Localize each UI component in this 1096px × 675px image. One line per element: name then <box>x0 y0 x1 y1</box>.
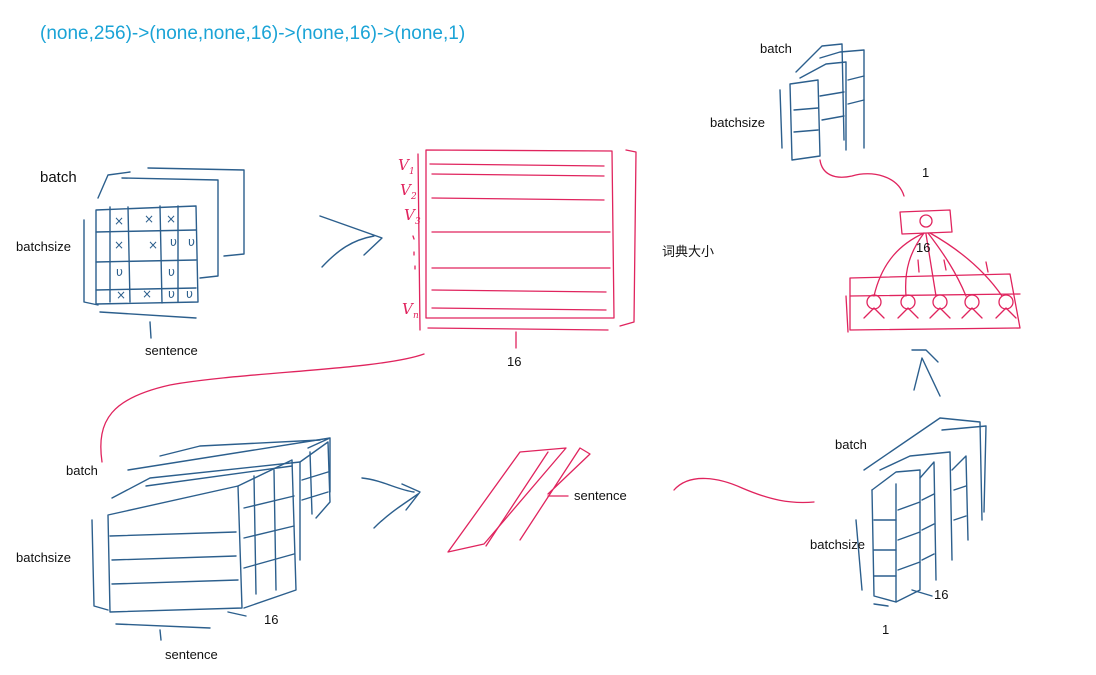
cube-batchsize-label: batchsize <box>16 550 71 565</box>
dense-output-label: 1 <box>922 165 929 180</box>
input-batch-stack <box>83 167 245 339</box>
svg-text:×: × <box>144 212 154 226</box>
embedding-matrix <box>417 149 637 349</box>
shape-flow-title: (none,256)->(none,none,16)->(none,16)->(… <box>40 23 465 44</box>
pooled-batchsize-label: batchsize <box>810 537 865 552</box>
input-batchsize-label: batchsize <box>16 239 71 254</box>
output-batchsize-label: batchsize <box>710 115 765 130</box>
output-stack <box>779 43 865 161</box>
pooled-batch-label: batch <box>835 437 867 452</box>
svg-text:υ: υ <box>188 235 195 249</box>
pooled-width-label: 1 <box>882 622 889 637</box>
input-batch-label: batch <box>40 169 77 186</box>
svg-text:V: V <box>398 156 411 174</box>
input-cell-marks: × × × × × υ υ υ υ × × υ υ <box>114 212 195 302</box>
embedding-dim-label: 16 <box>507 354 521 369</box>
arrow-to-slice <box>361 477 421 529</box>
arrow-to-embedding <box>319 215 383 268</box>
cube-depth-label: 16 <box>264 612 278 627</box>
svg-text:×: × <box>114 238 124 252</box>
svg-text:3: 3 <box>415 217 421 227</box>
svg-text:υ: υ <box>168 265 175 279</box>
svg-text:×: × <box>116 288 126 302</box>
svg-text:υ: υ <box>186 287 193 301</box>
slice-to-pooled-connector <box>673 477 815 504</box>
input-sentence-label: sentence <box>145 343 198 358</box>
svg-text:×: × <box>142 287 152 301</box>
svg-text:2: 2 <box>410 192 417 202</box>
vocab-size-label: 词典大小 <box>662 244 714 259</box>
svg-text:υ: υ <box>116 265 123 279</box>
dense-layer <box>845 209 1021 333</box>
dense-to-output-connector <box>819 159 905 197</box>
svg-text:n: n <box>413 311 419 321</box>
sentence-slice <box>447 447 591 553</box>
svg-text:×: × <box>166 212 176 226</box>
arrow-to-dense <box>911 349 941 397</box>
svg-text:×: × <box>114 214 124 228</box>
svg-text:V: V <box>400 181 413 199</box>
cube-batch-label: batch <box>66 463 98 478</box>
slice-sentence-label: sentence <box>574 488 627 503</box>
embedded-cube <box>91 437 331 641</box>
output-batch-label: batch <box>760 41 792 56</box>
svg-text:υ: υ <box>170 235 177 249</box>
pooled-stack <box>855 417 987 607</box>
svg-text:V: V <box>402 300 415 318</box>
svg-text:1: 1 <box>409 167 415 177</box>
dense-input-label: 16 <box>916 240 930 255</box>
cube-sentence-label: sentence <box>165 647 218 662</box>
pooled-depth-label: 16 <box>934 587 948 602</box>
vocab-row-labels: V 1 V 2 V 3 V n <box>398 156 421 321</box>
svg-text:υ: υ <box>168 287 175 301</box>
svg-text:×: × <box>148 238 158 252</box>
embedding-to-cube-connector <box>100 353 425 463</box>
svg-text:V: V <box>404 206 417 224</box>
